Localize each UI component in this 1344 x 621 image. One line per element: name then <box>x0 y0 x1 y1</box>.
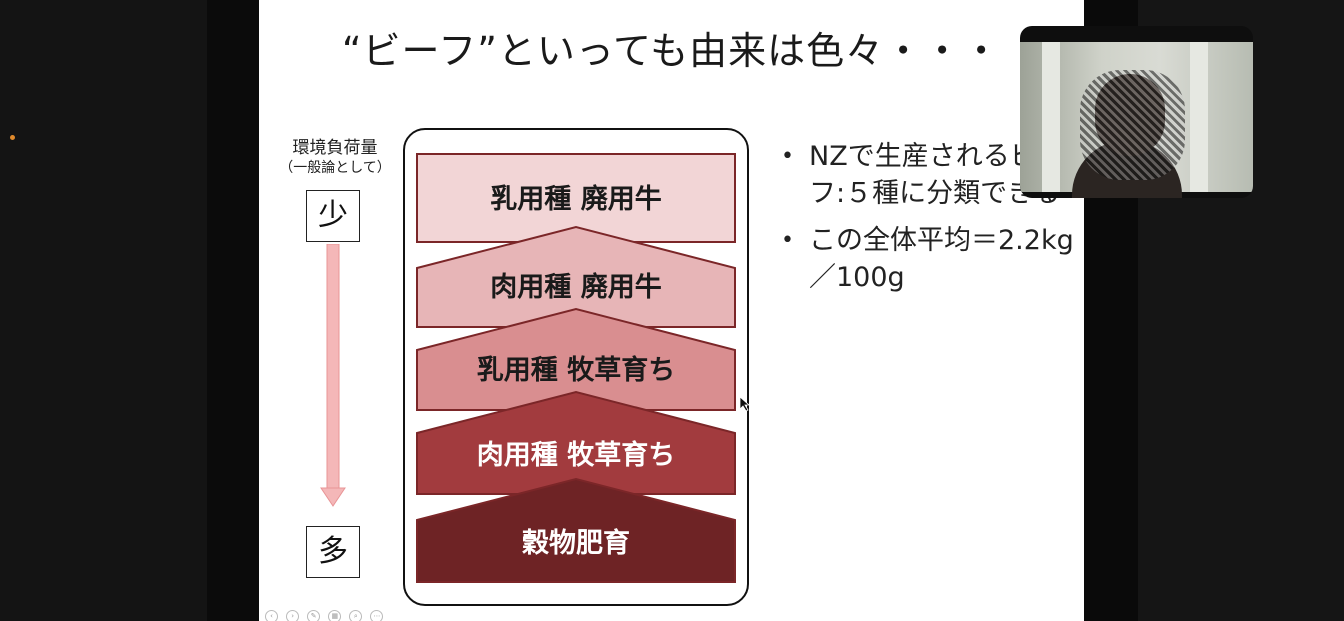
pyramid-layer-label: 乳用種 牧草育ち <box>477 354 675 386</box>
video-thumbnail[interactable] <box>1020 26 1253 198</box>
zoom-icon[interactable]: ⌕ <box>349 610 363 621</box>
pyramid-layer: 肉用種 廃用牛 <box>416 225 736 328</box>
slide-navigation-bar: ‹ › ✎ ▦ ⌕ ⋯ <box>265 603 386 621</box>
pyramid-layer-shape <box>416 477 736 583</box>
pen-icon[interactable]: ✎ <box>307 610 321 621</box>
pyramid-layer: 穀物肥育 <box>416 477 736 583</box>
pyramid-layer-shape <box>416 307 736 411</box>
pyramid-layer-label: 肉用種 牧草育ち <box>477 439 675 471</box>
status-dot <box>10 135 15 140</box>
pyramid-frame: 乳用種 廃用牛肉用種 廃用牛乳用種 牧草育ち肉用種 牧草育ち穀物肥育 <box>403 128 749 606</box>
left-background <box>0 0 207 621</box>
load-low-box: 少 <box>306 190 360 242</box>
left-border <box>207 0 259 621</box>
video-scene <box>1020 42 1253 198</box>
load-axis-sublabel: （一般論として） <box>279 160 391 176</box>
pyramid-layer-shape <box>416 225 736 328</box>
window-frame <box>1190 42 1208 192</box>
bullet-symbol: • <box>781 228 794 253</box>
pyramid-layer: 肉用種 牧草育ち <box>416 390 736 495</box>
previous-slide-icon[interactable]: ‹ <box>265 610 278 621</box>
pyramid-layer-label: 穀物肥育 <box>522 527 630 559</box>
bullet-text: この全体平均＝2.2kg／100g <box>809 225 1074 293</box>
pyramid-layer: 乳用種 牧草育ち <box>416 307 736 411</box>
slides-grid-icon[interactable]: ▦ <box>328 610 342 621</box>
next-slide-icon[interactable]: › <box>286 610 300 621</box>
pyramid-layer-shape <box>416 153 736 243</box>
mouse-cursor-icon <box>739 396 751 412</box>
load-axis-label: 環境負荷量 <box>292 138 378 158</box>
bullet-symbol: • <box>781 144 794 169</box>
pyramid-layer-label: 乳用種 廃用牛 <box>490 183 661 215</box>
slide-title: “ビーフ”といっても由来は色々・・・ <box>341 29 1002 73</box>
pyramid-layer-shape <box>416 390 736 495</box>
window-frame <box>1042 42 1060 192</box>
pyramid-layer: 乳用種 廃用牛 <box>416 153 736 243</box>
pyramid-layer-label: 肉用種 廃用牛 <box>490 271 661 303</box>
load-arrow-icon <box>320 244 346 507</box>
load-high-box: 多 <box>306 526 360 578</box>
more-options-icon[interactable]: ⋯ <box>370 610 384 621</box>
presentation-slide: “ビーフ”といっても由来は色々・・・ 環境負荷量 （一般論として） 少 多 乳用… <box>259 0 1084 621</box>
bullet-item: • この全体平均＝2.2kg／100g <box>775 222 1075 296</box>
blur-mask <box>1080 70 1185 180</box>
